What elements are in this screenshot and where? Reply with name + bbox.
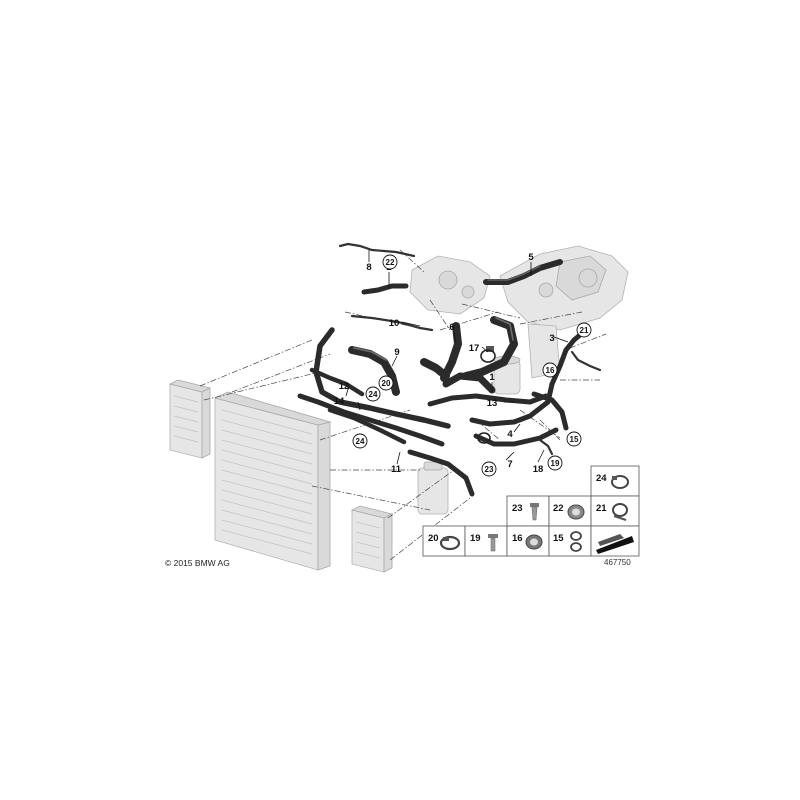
circled-callouts: 22 21 16 15 19 20 24 24 <box>352 254 592 477</box>
plate-cell-21: 21 <box>596 503 628 521</box>
part-label-12: 12 <box>339 381 350 392</box>
svg-text:19: 19 <box>470 533 481 544</box>
engine-manifold-ghost <box>499 245 629 379</box>
hose-clamp-24-icon <box>611 475 629 489</box>
callout-24-lower: 24 <box>352 433 368 449</box>
callout-22: 22 <box>382 254 398 270</box>
hose-clamp-15-icon <box>570 531 582 552</box>
svg-text:22: 22 <box>553 503 564 514</box>
svg-text:20: 20 <box>382 379 391 388</box>
radiator-ghost <box>213 391 332 571</box>
coolant-tank-ghost <box>417 461 449 515</box>
part-label-7: 7 <box>507 459 512 470</box>
plate-cell-23: 23 <box>512 503 539 521</box>
leader-lines <box>345 250 569 465</box>
part-label-1: 1 <box>489 372 495 383</box>
svg-text:23: 23 <box>512 503 523 514</box>
part-label-11: 11 <box>391 464 402 475</box>
svg-text:21: 21 <box>580 326 589 335</box>
part-label-13: 13 <box>487 398 498 409</box>
part-labels: 8 2 5 3 10 6 9 17 1 14 12 13 4 7 11 18 <box>334 252 555 475</box>
diagram-reference-number: 467750 <box>604 558 631 567</box>
part-label-9: 9 <box>394 347 399 358</box>
plate-cell-15: 15 <box>553 531 582 552</box>
callout-15: 15 <box>566 431 582 447</box>
part-label-8: 8 <box>366 262 371 273</box>
small-parts-plate: 24 23 22 21 <box>422 465 640 557</box>
callout-21: 21 <box>576 322 592 338</box>
plate-cell-16: 16 <box>512 533 543 550</box>
callout-23: 23 <box>481 461 497 477</box>
part-label-3: 3 <box>549 333 554 344</box>
thermostat-housing-ghost <box>409 255 491 315</box>
screw-19-icon <box>488 534 498 552</box>
svg-text:24: 24 <box>369 390 378 399</box>
callout-24-upper: 24 <box>365 386 381 402</box>
part-label-4: 4 <box>507 429 513 440</box>
plate-cell-24: 24 <box>596 473 629 489</box>
plate-cell-22: 22 <box>553 503 585 520</box>
coolant-hoses <box>297 242 602 497</box>
svg-text:24: 24 <box>356 437 365 446</box>
part-label-5: 5 <box>528 252 534 263</box>
part-label-10: 10 <box>389 318 400 329</box>
hose-clamp-20-icon <box>439 535 461 551</box>
svg-text:16: 16 <box>546 366 555 375</box>
copyright-text: © 2015 BMW AG <box>165 558 230 568</box>
expanding-rivet-23-icon <box>530 503 539 521</box>
svg-text:16: 16 <box>512 533 523 544</box>
svg-text:22: 22 <box>386 258 395 267</box>
plate-cell-wedge <box>596 534 634 554</box>
plate-cell-19: 19 <box>470 533 498 552</box>
plate-cell-20: 20 <box>428 533 461 551</box>
svg-text:20: 20 <box>428 533 439 544</box>
svg-text:19: 19 <box>551 459 560 468</box>
callout-16: 16 <box>542 362 558 378</box>
callout-19: 19 <box>547 455 563 471</box>
part-label-17: 17 <box>469 343 480 354</box>
hose-clamp-21-icon <box>612 503 628 521</box>
svg-text:15: 15 <box>553 533 564 544</box>
part-label-14: 14 <box>334 396 345 407</box>
svg-text:23: 23 <box>485 465 494 474</box>
hose-clamp-16-icon <box>525 534 543 550</box>
part-label-18: 18 <box>533 464 544 475</box>
wedge-arrow-icon <box>596 534 634 554</box>
svg-text:21: 21 <box>596 503 607 514</box>
callout-20: 20 <box>378 375 394 391</box>
hose-clamp-22-icon <box>567 504 585 520</box>
svg-text:15: 15 <box>570 435 579 444</box>
part-label-6: 6 <box>449 322 454 333</box>
svg-text:24: 24 <box>596 473 607 484</box>
lower-auxiliary-cooler-ghost <box>350 505 394 573</box>
left-auxiliary-cooler-ghost <box>168 379 212 459</box>
